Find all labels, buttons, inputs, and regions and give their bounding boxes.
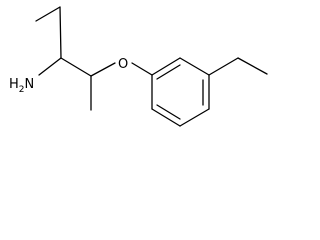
nh2-h: H (9, 77, 19, 92)
ring-bond-4 (179, 108, 210, 127)
oxygen-label: O (118, 57, 128, 72)
bond-ring-ethyl-ch3 (237, 57, 268, 75)
nh2-subscript: 2 (19, 85, 25, 95)
bond-c2-o (90, 62, 116, 77)
ring-double-bond-a (156, 64, 181, 80)
ring-bond-2 (179, 57, 210, 76)
nh2-n: N (25, 77, 35, 92)
bond-ring-ethyl-ch2 (208, 57, 239, 76)
bond-c3-n (38, 57, 62, 76)
structure-diagram: H2N O (9, 6, 268, 127)
ring-double-bond-c (156, 104, 181, 120)
bond-ethyl-ch3-ch2 (35, 6, 61, 22)
bond-c3-c2 (60, 57, 92, 77)
bond-o-ring (131, 62, 153, 76)
ring-bond-1 (151, 57, 181, 76)
nh2-label: H2N (9, 77, 34, 95)
bond-ethyl-ch2-c3 (59, 6, 62, 59)
molecule-drawing: H2N O (9, 6, 268, 127)
ring-bond-5 (151, 108, 181, 127)
